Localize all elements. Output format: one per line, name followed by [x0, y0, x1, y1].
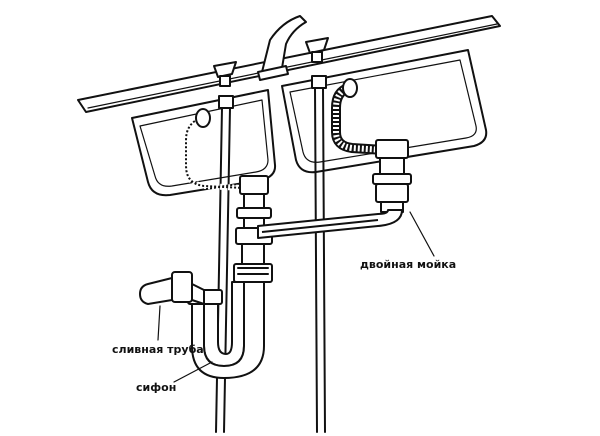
vertical-pipe [233, 243, 273, 283]
right-drain-fitting [372, 139, 412, 213]
label-drain-pipe: сливная труба [112, 343, 204, 356]
connecting-pipe [257, 209, 403, 239]
label-double-sink: двойная мойка [360, 258, 456, 271]
siphon [187, 281, 265, 379]
right-overflow-hose [331, 78, 385, 155]
faucet [213, 15, 329, 87]
label-siphon: сифон [136, 381, 176, 394]
left-overflow-hose [183, 108, 245, 191]
countertop [77, 15, 501, 113]
leader-lines [157, 211, 435, 383]
drain-pipe [139, 271, 205, 305]
